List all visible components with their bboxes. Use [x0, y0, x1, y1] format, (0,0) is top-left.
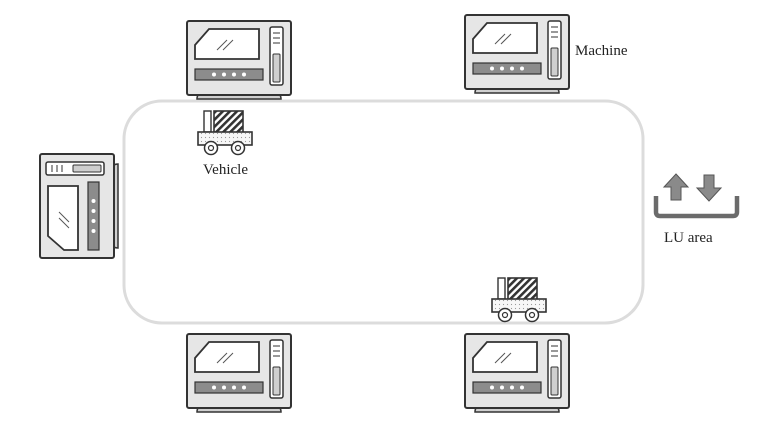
tray-icon [656, 196, 737, 216]
arrow-up-icon [664, 174, 688, 200]
lu-area-label: LU area [664, 230, 713, 246]
machine-label: Machine [575, 43, 628, 59]
vehicle-top-left [198, 111, 252, 155]
machine-top-left [187, 21, 291, 99]
machine-top-right [465, 15, 569, 93]
vehicle-label: Vehicle [203, 162, 248, 178]
machine-bottom-right [465, 334, 569, 412]
vehicle-bottom-right [492, 278, 546, 322]
arrow-down-icon [697, 175, 721, 201]
machine-left [40, 154, 118, 258]
lu-area-icon [656, 174, 737, 216]
machine-bottom-left [187, 334, 291, 412]
